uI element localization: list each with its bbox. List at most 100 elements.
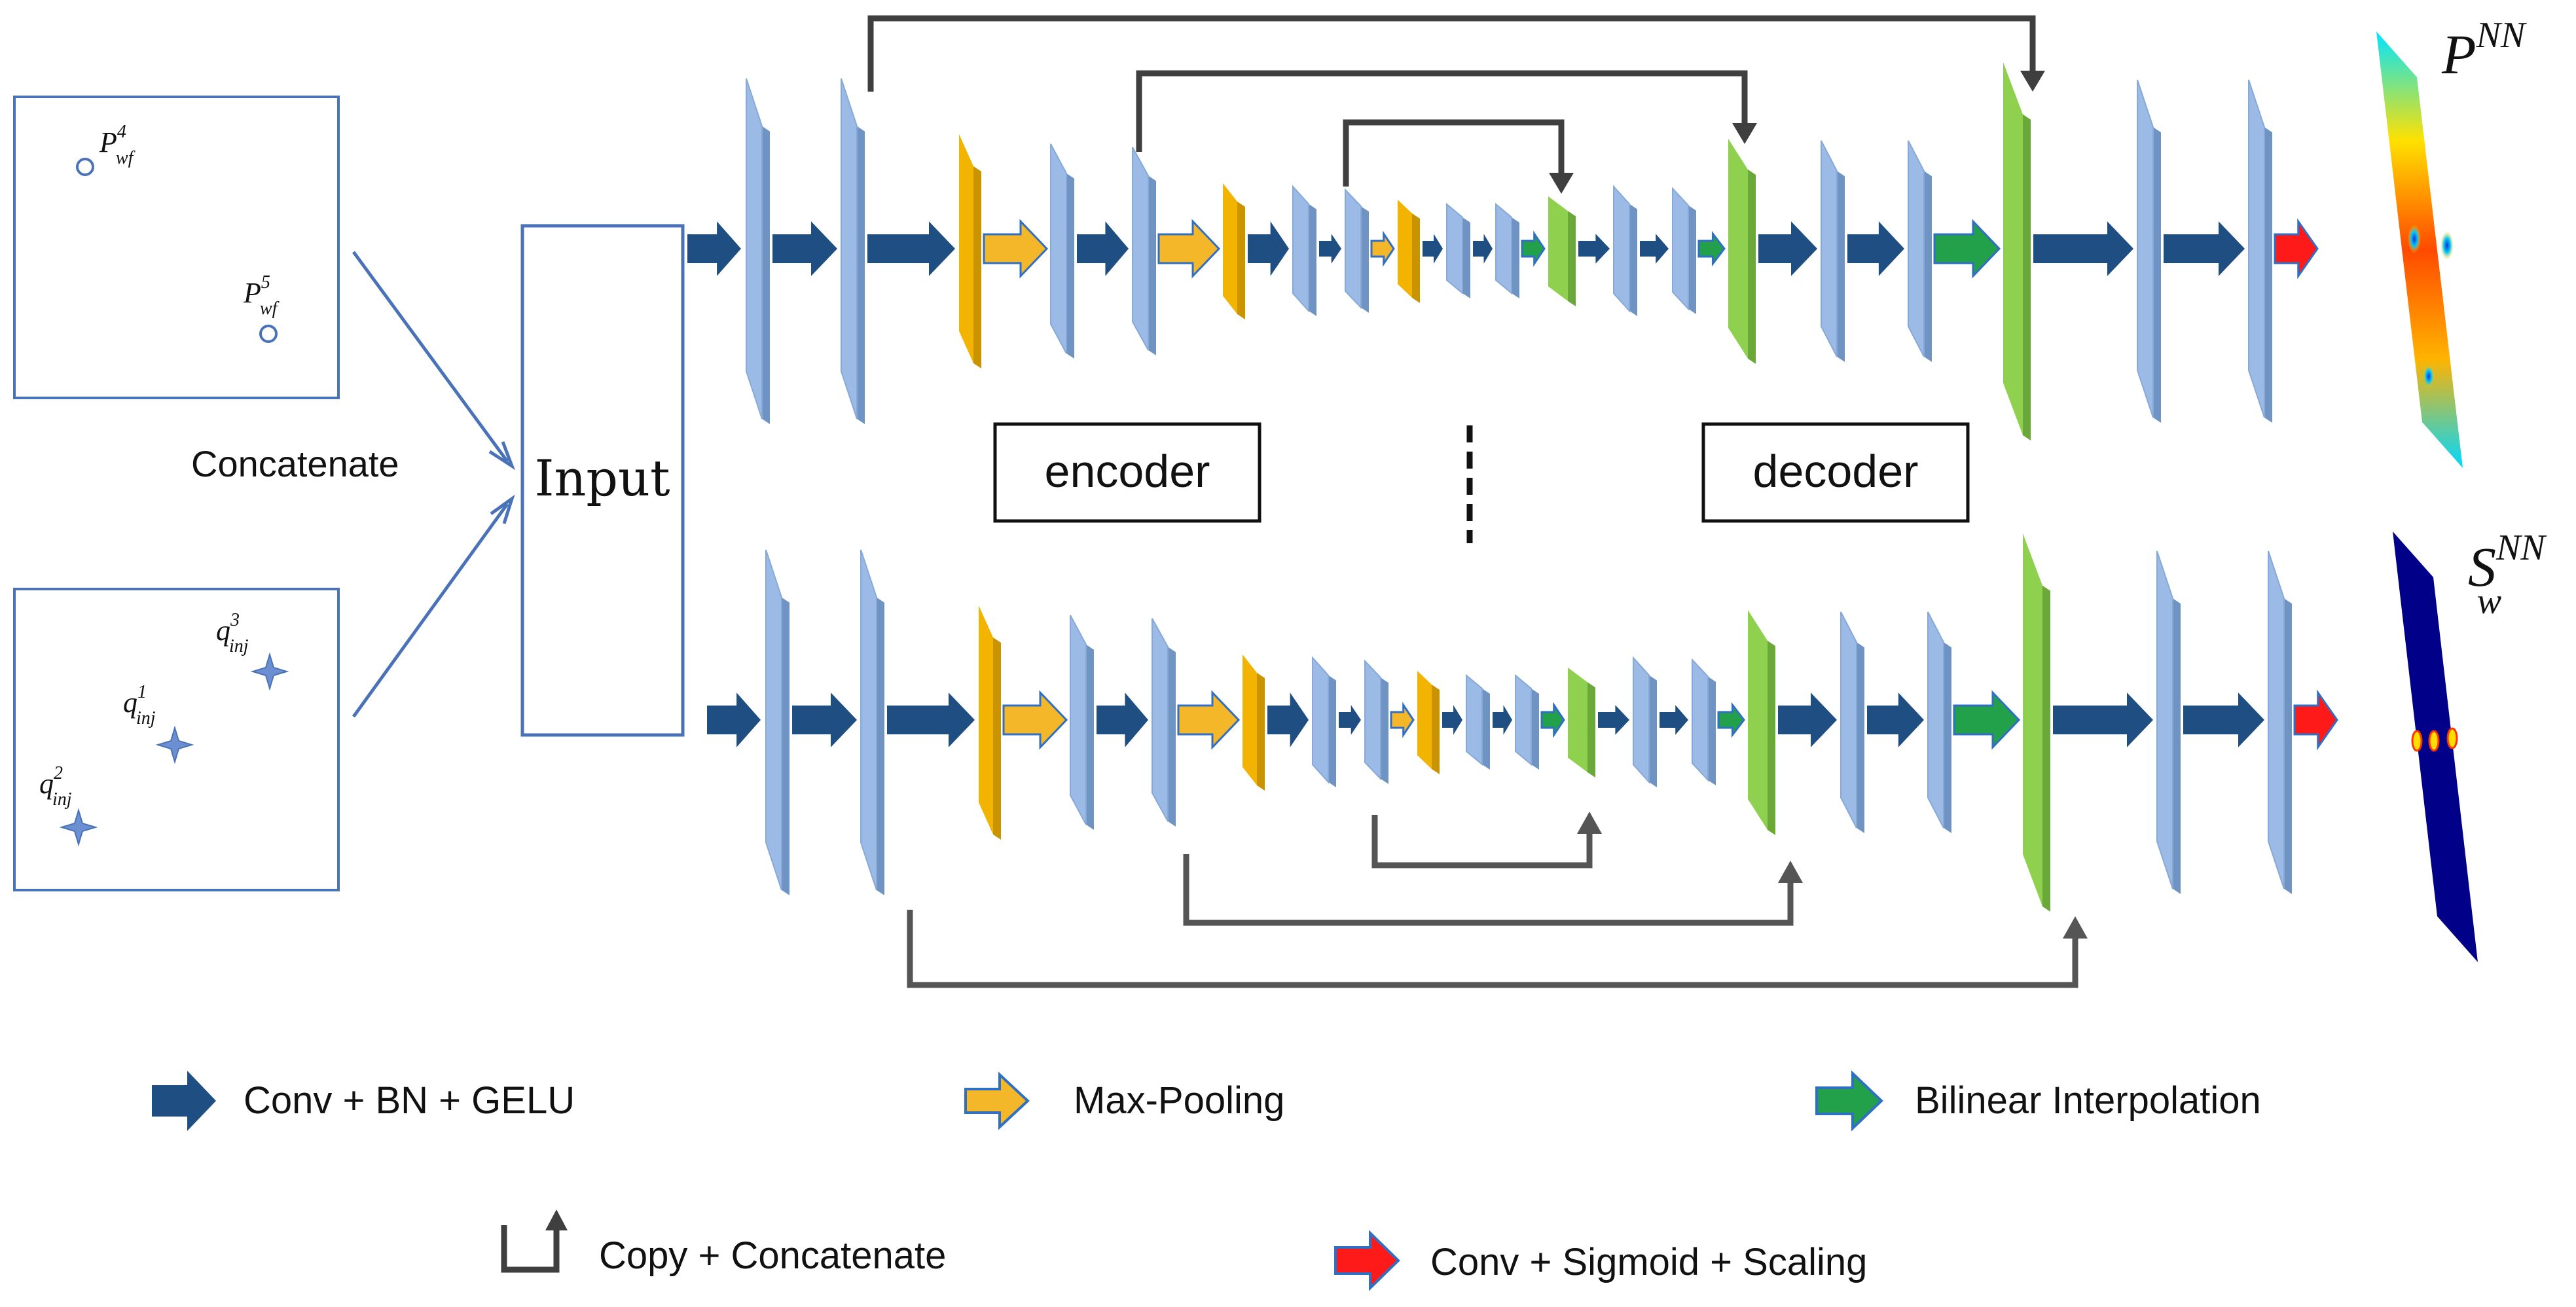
skip-arrowhead-icon bbox=[2020, 71, 2045, 92]
interpolation-layer bbox=[1748, 610, 1775, 835]
conv-arrow-icon bbox=[1248, 221, 1289, 276]
conv-layer bbox=[1312, 656, 1336, 787]
skip-arrowheads-bottom bbox=[1577, 812, 2088, 939]
legend: Conv + BN + GELU Max-Pooling Bilinear In… bbox=[152, 1070, 2261, 1291]
conv-layer bbox=[2156, 550, 2181, 894]
conv-layer bbox=[1633, 656, 1657, 787]
skip-connections-bottom bbox=[907, 815, 2078, 988]
skip-connections-top bbox=[867, 15, 2036, 187]
pooling-layer bbox=[1223, 183, 1245, 319]
skip-arrowhead-icon bbox=[1778, 861, 1803, 883]
conv-arrow-icon bbox=[1442, 705, 1462, 735]
conv-layer bbox=[1908, 140, 1932, 362]
well-circle-icon bbox=[259, 325, 278, 343]
conv-arrow-icon bbox=[1493, 705, 1512, 735]
conv-layer bbox=[1821, 140, 1845, 362]
well-sub: inj bbox=[229, 636, 249, 656]
well-sup: 4 bbox=[117, 122, 126, 142]
input-box bbox=[520, 224, 685, 737]
pressure-output-label: PNN bbox=[2441, 15, 2527, 86]
conv-arrow-icon bbox=[2183, 692, 2264, 747]
maxpool-arrow-icon bbox=[1157, 219, 1221, 279]
conv-layer bbox=[2137, 79, 2161, 423]
skip-arrowhead-icon bbox=[1577, 812, 1602, 834]
legend-conv-label: Conv + BN + GELU bbox=[244, 1079, 575, 1122]
conv-layer bbox=[1132, 147, 1156, 355]
injection-well-panel bbox=[13, 588, 340, 891]
conv-layer bbox=[1515, 673, 1539, 770]
well-sup: 5 bbox=[261, 272, 270, 293]
legend-copy-label: Copy + Concatenate bbox=[599, 1234, 946, 1277]
saturation-front-icon bbox=[2446, 727, 2458, 749]
maxpool-arrow-icon bbox=[983, 219, 1049, 279]
pooling-layer bbox=[1417, 671, 1440, 774]
maxpool-arrow-icon bbox=[964, 1071, 1030, 1130]
conv-arrow-icon bbox=[1097, 692, 1148, 747]
well-base: q bbox=[39, 768, 54, 800]
copy-concatenate-arrowhead-icon bbox=[545, 1209, 568, 1230]
skip-connection bbox=[1136, 70, 1748, 152]
skip-connection bbox=[1183, 854, 1794, 926]
skip-connection bbox=[907, 910, 2078, 988]
conv-layer bbox=[1466, 673, 1490, 770]
conv-arrow-icon bbox=[1423, 234, 1443, 264]
saturation-output-map bbox=[2393, 531, 2478, 962]
conv-layer bbox=[1495, 202, 1519, 298]
conv-layer bbox=[1692, 658, 1716, 785]
skip-connection bbox=[1343, 119, 1565, 187]
well-star-icon bbox=[155, 725, 194, 764]
conv-arrow-icon bbox=[1867, 692, 1924, 747]
conv-layer bbox=[2248, 79, 2272, 423]
decoder-label: decoder bbox=[1753, 446, 1919, 497]
interpolation-layer bbox=[1728, 139, 1756, 364]
conv-arrow-icon bbox=[1578, 234, 1610, 264]
skip-connection bbox=[1371, 815, 1593, 868]
well-base: q bbox=[123, 687, 137, 719]
well-star-icon bbox=[59, 808, 98, 847]
well-sub: inj bbox=[136, 708, 156, 728]
interpolation-layer bbox=[1548, 196, 1576, 306]
conv-layer bbox=[746, 78, 770, 425]
pooling-layer bbox=[1243, 654, 1265, 791]
conv-arrow-icon bbox=[1339, 705, 1361, 735]
copy-concatenate-icon bbox=[501, 1225, 560, 1273]
conv-arrow-icon bbox=[1077, 221, 1129, 276]
skip-arrowhead-icon bbox=[1732, 123, 1757, 144]
conv-arrow-icon bbox=[707, 692, 761, 747]
legend-maxpool-label: Max-Pooling bbox=[1074, 1079, 1284, 1122]
maxpool-arrow-icon bbox=[1177, 690, 1241, 750]
well-sup: 2 bbox=[54, 763, 63, 783]
conv-arrow-icon bbox=[1640, 234, 1669, 264]
well-sub: wf bbox=[116, 148, 136, 168]
legend-bilinear-label: Bilinear Interpolation bbox=[1915, 1079, 2261, 1122]
pressure-network bbox=[687, 62, 2319, 441]
well-base: q bbox=[216, 615, 230, 647]
conv-arrow-icon bbox=[772, 221, 837, 276]
conv-arrow-icon bbox=[687, 221, 741, 276]
well-star-icon bbox=[250, 652, 289, 691]
sigmoid-arrow-icon bbox=[1334, 1230, 1400, 1291]
conv-layer bbox=[1050, 143, 1074, 359]
conv-arrow-icon bbox=[152, 1071, 216, 1131]
interpolation-layer bbox=[2003, 62, 2031, 441]
sigmoid-arrow-icon bbox=[2293, 689, 2338, 751]
sigmoid-arrow-icon bbox=[2274, 218, 2319, 279]
conv-layer bbox=[1345, 188, 1369, 313]
conv-arrow-icon bbox=[2053, 692, 2153, 747]
bilinear-arrow-icon bbox=[1815, 1070, 1883, 1132]
conv-layer bbox=[1840, 611, 1864, 833]
conv-layer bbox=[1292, 185, 1316, 316]
legend-sigmoid-label: Conv + Sigmoid + Scaling bbox=[1430, 1241, 1867, 1283]
bilinear-arrow-icon bbox=[1697, 230, 1726, 267]
conv-layer bbox=[1446, 202, 1470, 298]
production-well-panel bbox=[13, 96, 340, 399]
skip-connection bbox=[867, 15, 2036, 92]
encoder-label: encoder bbox=[1045, 446, 1210, 497]
input-label: Input bbox=[534, 449, 670, 507]
